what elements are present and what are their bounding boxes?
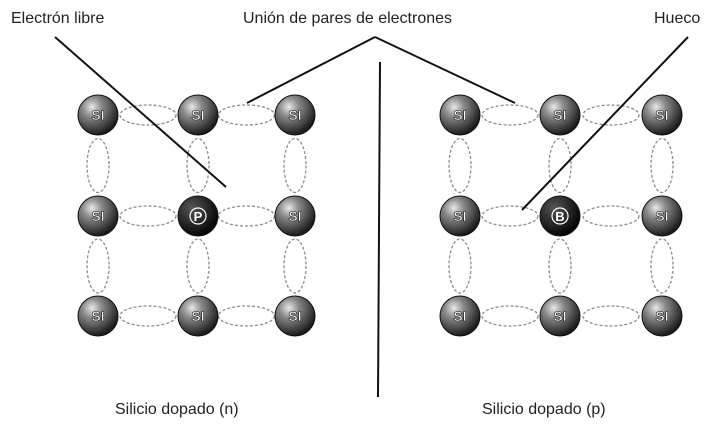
dopant-atom-p: B: [539, 195, 581, 237]
bond-horizontal-p: [582, 205, 640, 227]
silicon-symbol: SI: [91, 308, 104, 324]
silicon-atom-p: SI: [641, 295, 683, 337]
bond-vertical-p: [448, 137, 472, 194]
silicon-symbol: SI: [453, 208, 466, 224]
silicon-symbol: SI: [191, 107, 204, 123]
silicon-atom-p: SI: [641, 94, 683, 136]
free-electron-pointer: [54, 36, 227, 188]
bond-vertical-p: [448, 238, 472, 294]
bond-horizontal-p: [582, 305, 640, 327]
silicon-atom-n: SI: [274, 195, 316, 237]
pointer-lines: [54, 36, 689, 398]
silicon-atom-n: SI: [77, 94, 119, 136]
bond-horizontal-p: [481, 205, 539, 227]
free-electron-label: Electrón libre: [11, 10, 105, 27]
silicon-atom-p: SI: [439, 94, 481, 136]
dopant-symbol: P: [194, 209, 203, 224]
bond-horizontal-n: [217, 305, 276, 327]
silicon-symbol: SI: [453, 107, 466, 123]
silicon-symbol: SI: [191, 308, 204, 324]
silicon-atom-p: SI: [539, 94, 581, 136]
silicon-atom-n: SI: [274, 94, 316, 136]
silicon-atom-n: SI: [177, 295, 219, 337]
bond-horizontal-n: [217, 205, 276, 227]
bond-horizontal-n: [217, 104, 276, 126]
bond-horizontal-p: [481, 305, 539, 327]
atom-layer: SI SI SI SI P SI SI SI SI SI SI SI SI B SI SI SI SI: [77, 94, 683, 337]
silicon-atom-p: SI: [641, 195, 683, 237]
bond-horizontal-n: [119, 305, 177, 327]
bond-vertical-p: [548, 238, 572, 294]
bond-pointer-right: [374, 36, 516, 104]
bond-vertical-n: [283, 238, 307, 294]
silicon-symbol: SI: [288, 107, 301, 123]
silicon-symbol: SI: [553, 107, 566, 123]
divider-line: [377, 61, 381, 398]
silicon-symbol: SI: [288, 208, 301, 224]
silicon-atom-p: SI: [439, 195, 481, 237]
bond-vertical-p: [650, 137, 674, 194]
bond-vertical-p: [548, 137, 572, 194]
bond-vertical-n: [283, 137, 307, 194]
hole-pointer: [521, 36, 689, 211]
silicon-symbol: SI: [553, 308, 566, 324]
silicon-symbol: SI: [655, 107, 668, 123]
n-type-caption: Silicio dopado (n): [115, 401, 239, 418]
silicon-atom-n: SI: [77, 295, 119, 337]
bond-horizontal-n: [119, 104, 177, 126]
bond-horizontal-p: [582, 104, 640, 126]
bond-vertical-n: [186, 238, 210, 294]
silicon-symbol: SI: [655, 308, 668, 324]
silicon-symbol: SI: [91, 208, 104, 224]
bond-vertical-n: [86, 137, 110, 194]
hole-label: Hueco: [654, 10, 701, 27]
silicon-atom-n: SI: [177, 94, 219, 136]
silicon-symbol: SI: [655, 208, 668, 224]
silicon-atom-p: SI: [539, 295, 581, 337]
electron-pair-bond-label: Unión de pares de electrones: [243, 10, 453, 27]
bond-pointer-left: [246, 36, 376, 104]
dopant-symbol: B: [555, 209, 564, 224]
bond-vertical-p: [650, 238, 674, 294]
silicon-atom-p: SI: [439, 295, 481, 337]
bond-horizontal-p: [481, 104, 539, 126]
bond-vertical-n: [186, 137, 210, 194]
silicon-symbol: SI: [91, 107, 104, 123]
bond-vertical-n: [86, 238, 110, 294]
dopant-atom-n: P: [177, 195, 219, 237]
silicon-atom-n: SI: [274, 295, 316, 337]
silicon-symbol: SI: [453, 308, 466, 324]
bond-horizontal-n: [119, 205, 177, 227]
silicon-symbol: SI: [288, 308, 301, 324]
p-type-caption: Silicio dopado (p): [482, 401, 606, 418]
silicon-atom-n: SI: [77, 195, 119, 237]
